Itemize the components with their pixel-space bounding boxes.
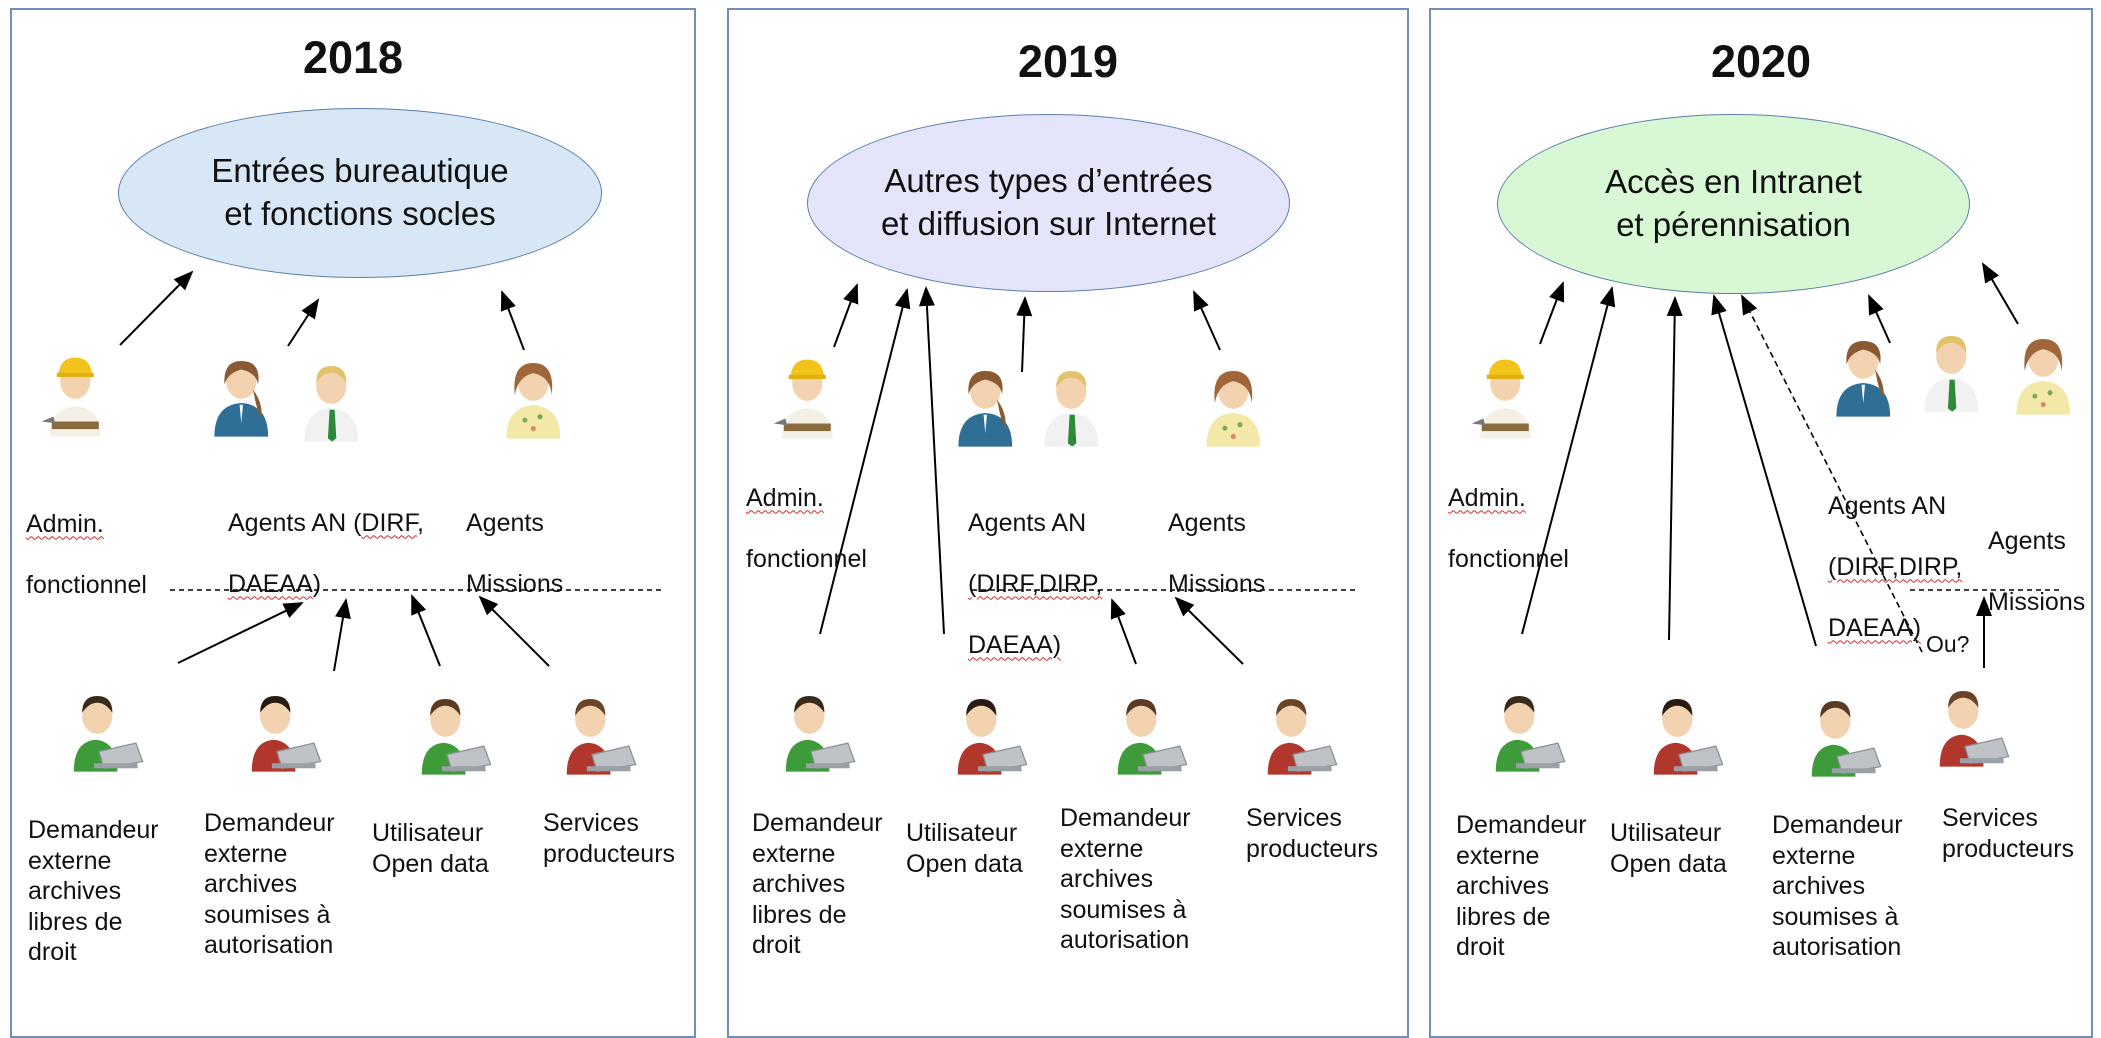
admin-label-line1: Admin.	[1448, 483, 1526, 512]
user-label: Utilisateur Open data	[906, 819, 1023, 878]
year-title: 2020	[1710, 36, 1812, 87]
agents-an-part: )	[312, 569, 322, 598]
agents-an-part: DIRF	[361, 508, 417, 537]
admin-label: Admin. fonctionnel	[26, 478, 147, 600]
agents-missions-label: Agents Missions	[1988, 495, 2085, 617]
admin-label-line1: Admin.	[746, 483, 824, 512]
agents-missions-line2: Missions	[1988, 587, 2086, 616]
female-agent-icon	[206, 350, 290, 446]
admin-person-icon	[772, 352, 856, 448]
admin-label: Admin. fonctionnel	[1448, 452, 1569, 574]
person-laptop-icon	[1642, 688, 1726, 784]
agents-an-line1: Agents AN	[1828, 491, 1947, 520]
person-laptop-icon	[1256, 688, 1340, 784]
person-laptop-icon	[62, 685, 146, 781]
admin-label-line2: fonctionnel	[746, 544, 867, 573]
admin-label-line2: fonctionnel	[1448, 544, 1569, 573]
person-laptop-icon	[1106, 688, 1190, 784]
agents-an-line2: (DIRF,DIRP,	[968, 569, 1103, 598]
admin-person-icon	[1470, 352, 1554, 448]
goal-ellipse-text: Autres types d’entrées et diffusion sur …	[880, 162, 1217, 242]
or-label: Ou?	[1926, 631, 1970, 657]
user-label: Services producteurs	[1942, 804, 2075, 863]
missions-agent-icon	[498, 352, 582, 448]
agents-an-label: Agents AN (DIRF,DIRP, DAEAA)	[1828, 460, 1962, 643]
male-agent-icon	[1036, 360, 1120, 456]
agents-an-part: DAEAA	[228, 569, 313, 598]
user-label: Utilisateur Open data	[372, 819, 489, 878]
agents-an-part: Agents AN (	[228, 508, 362, 537]
agents-missions-line2: Missions	[1168, 569, 1266, 598]
user-label: Demandeur externe archives libres de dro…	[1456, 811, 1587, 961]
user-label: Demandeur externe archives libres de dro…	[28, 816, 159, 966]
agents-missions-label: Agents Missions	[466, 477, 563, 599]
missions-agent-icon	[1198, 360, 1282, 456]
person-laptop-icon	[1484, 685, 1568, 781]
user-label: Utilisateur Open data	[1610, 819, 1727, 878]
person-laptop-icon	[774, 685, 858, 781]
goal-ellipse: Accès en Intranet et pérennisation	[1497, 114, 1970, 294]
agents-an-line2: (DIRF,DIRP,	[1828, 552, 1963, 581]
person-laptop-icon	[240, 685, 324, 781]
goal-ellipse: Autres types d’entrées et diffusion sur …	[807, 114, 1290, 292]
panel-2018: 2018 Entrées bureautique et fonctions so…	[10, 8, 696, 1038]
agents-an-label: Agents AN (DIRF,DIRP, DAEAA)	[968, 477, 1102, 660]
goal-ellipse-text: Entrées bureautique et fonctions socles	[211, 152, 509, 232]
goal-ellipse: Entrées bureautique et fonctions socles	[118, 108, 602, 278]
male-agent-icon	[296, 355, 380, 451]
user-label: Services producteurs	[543, 809, 676, 868]
agents-missions-line1: Agents	[466, 508, 544, 537]
user-label: Services producteurs	[1246, 804, 1379, 863]
agents-an-line3: DAEAA)	[968, 630, 1062, 659]
person-laptop-icon	[555, 688, 639, 784]
female-agent-icon	[1828, 330, 1912, 426]
user-label: Demandeur externe archives soumises à au…	[204, 809, 335, 959]
person-laptop-icon	[1928, 680, 2012, 776]
person-laptop-icon	[946, 688, 1030, 784]
agents-an-part: ,	[416, 508, 424, 537]
male-agent-icon	[1916, 325, 2000, 421]
agents-an-line1: Agents AN	[968, 508, 1087, 537]
agents-an-line3: DAEAA)	[1828, 613, 1922, 642]
female-agent-icon	[950, 360, 1034, 456]
goal-ellipse-text: Accès en Intranet et pérennisation	[1605, 163, 1862, 243]
agents-missions-line1: Agents	[1988, 526, 2066, 555]
agents-missions-label: Agents Missions	[1168, 477, 1265, 599]
year-title: 2018	[302, 32, 404, 83]
agents-an-label: Agents AN (DIRF, DAEAA)	[228, 477, 424, 599]
user-label: Demandeur externe archives libres de dro…	[752, 809, 883, 959]
agents-missions-line2: Missions	[466, 569, 564, 598]
person-laptop-icon	[410, 688, 494, 784]
user-label: Demandeur externe archives soumises à au…	[1060, 804, 1191, 954]
person-laptop-icon	[1800, 690, 1884, 786]
user-label: Demandeur externe archives soumises à au…	[1772, 811, 1903, 961]
admin-label-line1: Admin.	[26, 509, 104, 538]
missions-agent-icon	[2008, 328, 2092, 424]
year-title: 2019	[1017, 36, 1119, 87]
admin-label: Admin. fonctionnel	[746, 452, 867, 574]
admin-label-line2: fonctionnel	[26, 570, 147, 599]
agents-missions-line1: Agents	[1168, 508, 1246, 537]
admin-person-icon	[40, 350, 124, 446]
